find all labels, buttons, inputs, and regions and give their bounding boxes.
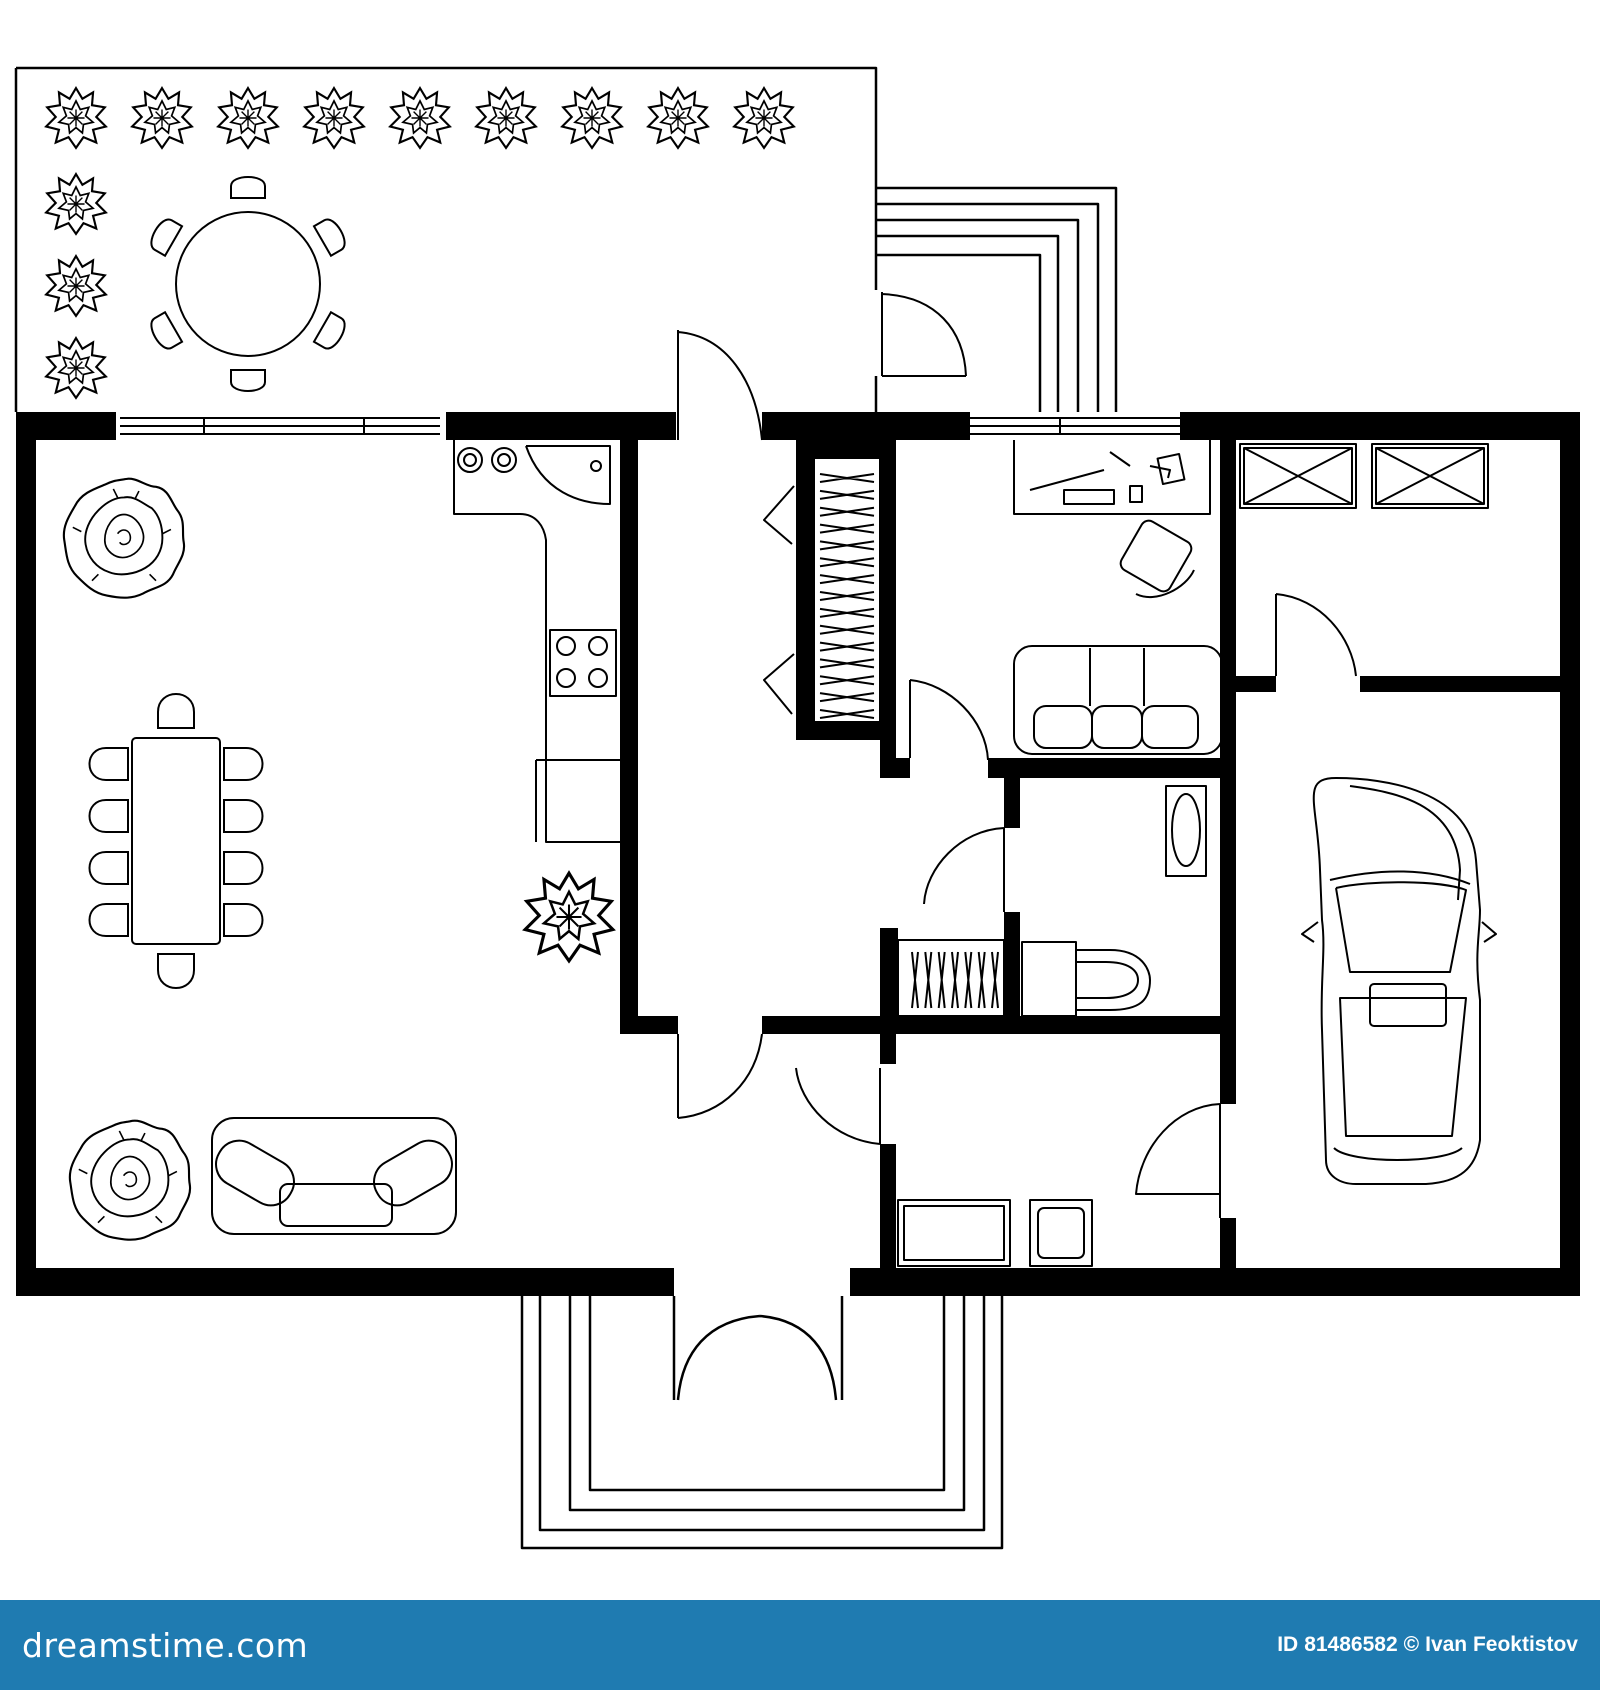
dining-chair-right xyxy=(223,851,264,885)
terrace-tree-icon xyxy=(475,87,537,149)
brand-logo[interactable]: dreamstime.com xyxy=(22,1625,309,1665)
terrace-trees xyxy=(45,87,795,399)
plant-living-top-icon xyxy=(62,477,186,599)
terrace-tree-icon xyxy=(647,87,709,149)
copyright-symbol: © xyxy=(1403,1633,1420,1656)
terrace-tree-icon xyxy=(733,87,795,149)
dining-chair-right xyxy=(223,903,264,937)
dining-chair-left xyxy=(88,747,129,781)
wardrobe-hanger-rail xyxy=(819,473,875,719)
terrace-tree-icon xyxy=(45,255,107,317)
closet-hanger-rail xyxy=(911,951,999,1009)
terrace-tree-icon xyxy=(561,87,623,149)
terrace-chair xyxy=(150,218,184,258)
terrace-tree-icon xyxy=(45,173,107,235)
terrace-chair xyxy=(230,176,266,199)
floor-plan xyxy=(14,66,1580,1550)
plant-kitchen-icon xyxy=(523,871,615,963)
dining-chair-left xyxy=(88,799,129,833)
dining-chair-head xyxy=(157,693,195,729)
dining-chair-left xyxy=(88,903,129,937)
terrace-tree-icon xyxy=(389,87,451,149)
terrace-tree-icon xyxy=(45,87,107,149)
terrace-tree-icon xyxy=(131,87,193,149)
author-name[interactable]: Ivan Feoktistov xyxy=(1425,1633,1578,1656)
terrace-chair xyxy=(312,310,346,350)
terrace-tree-icon xyxy=(303,87,365,149)
dining-chair-right xyxy=(223,799,264,833)
terrace-chair xyxy=(230,369,266,392)
closet-hangers xyxy=(911,951,999,1009)
wardrobe-hangers xyxy=(819,473,875,719)
dining-chairs xyxy=(88,693,264,989)
terrace-tree-icon xyxy=(217,87,279,149)
dining-chair-right xyxy=(223,747,264,781)
plant-living-bottom-icon xyxy=(68,1119,192,1241)
terrace-chair xyxy=(312,218,346,258)
id-value: 81486582 xyxy=(1304,1633,1398,1656)
id-label: ID xyxy=(1277,1633,1299,1656)
terrace-tree-icon xyxy=(45,337,107,399)
dining-chair-foot xyxy=(157,953,195,989)
dining-chair-left xyxy=(88,851,129,885)
terrace-chairs xyxy=(150,176,346,392)
terrace-chair xyxy=(150,310,184,350)
